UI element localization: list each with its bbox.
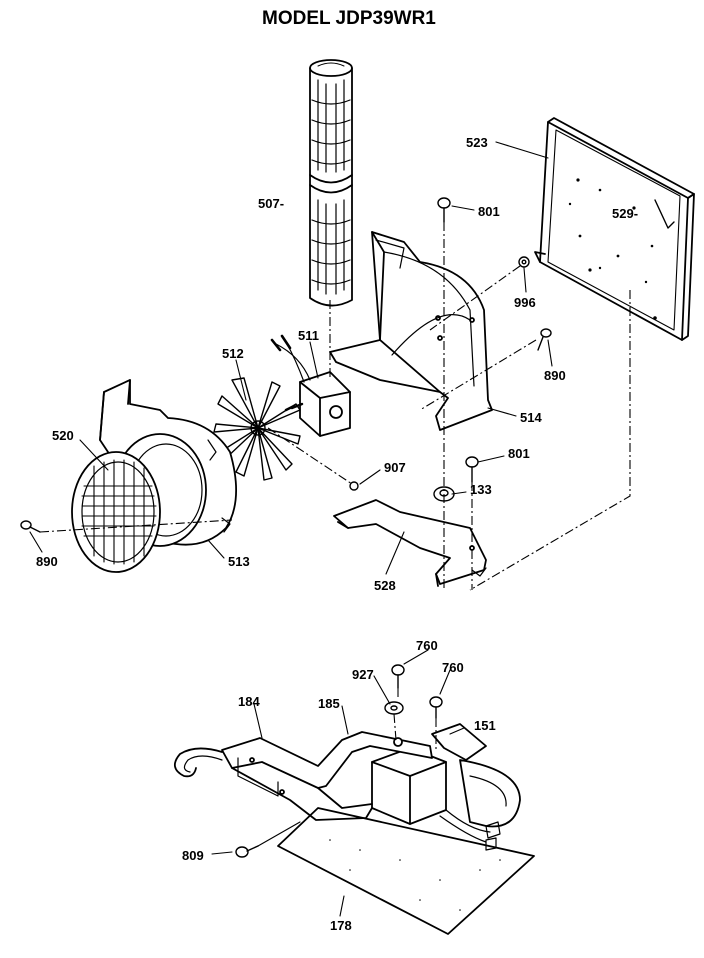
part-809-screw [235,845,259,858]
part-996-nut [518,256,530,268]
label-801-top: 801 [478,204,500,219]
label-520: 520 [52,428,74,443]
alignment-lines-upper [39,222,631,591]
part-520-grille [71,451,161,573]
label-890-left: 890 [36,554,58,569]
part-labels: 523 507- 801 529- 996 511 512 890 514 52… [36,135,638,933]
part-801-screw-lower [465,456,479,483]
alignment-lines-lower [393,688,437,750]
label-890-right: 890 [544,368,566,383]
part-890-screw-left [20,520,41,533]
part-523-panel [534,117,695,341]
label-760-a: 760 [416,638,438,653]
part-151-motor-assembly [371,723,521,851]
part-528-bracket [333,499,487,587]
label-523: 523 [466,135,488,150]
part-760-screw-b [429,696,443,719]
part-927-washer [384,701,404,715]
part-907-nut [349,481,359,491]
label-507: 507- [258,196,284,211]
label-151: 151 [474,718,496,733]
label-927: 927 [352,667,374,682]
label-809: 809 [182,848,204,863]
part-507-tube [309,59,353,307]
label-907: 907 [384,460,406,475]
part-514-motor-bracket [329,231,493,431]
label-178: 178 [330,918,352,933]
label-184: 184 [238,694,260,709]
label-185: 185 [318,696,340,711]
label-801-lower: 801 [508,446,530,461]
label-529: 529- [612,206,638,221]
label-512: 512 [222,346,244,361]
part-890-screw-right [537,328,552,351]
model-title: MODEL JDP39WR1 [262,8,436,29]
label-511: 511 [298,328,319,343]
part-511-motor [270,334,351,437]
leader-lines [29,141,553,917]
label-528: 528 [374,578,396,593]
label-514: 514 [520,410,542,425]
part-184-hook [174,747,223,778]
part-760-screw-a [391,664,405,689]
part-185-frame [221,731,433,821]
part-178-base-plate [277,807,535,935]
label-513: 513 [228,554,250,569]
label-996: 996 [514,295,536,310]
label-760-b: 760 [442,660,464,675]
part-512-fan-blade [213,377,301,481]
label-133: 133 [470,482,492,497]
part-801-screw-top [437,197,451,223]
